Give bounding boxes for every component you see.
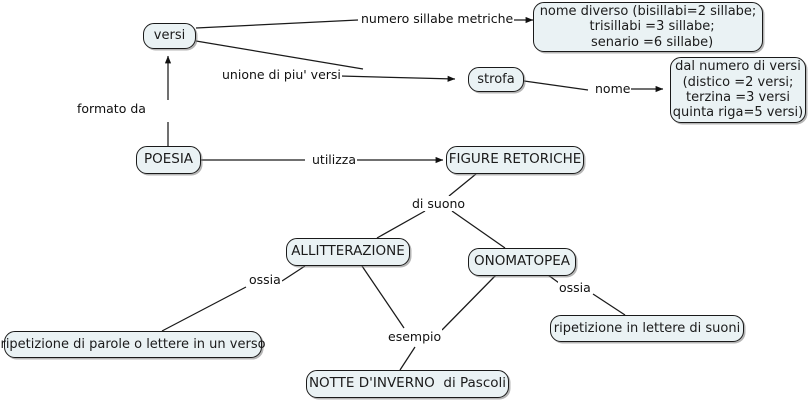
edge-onomatopea-esempio: [441, 274, 497, 331]
edge-figure-disuono: [448, 173, 477, 197]
edge-versi-sillabe: [195, 19, 359, 29]
node-strofa[interactable]: strofa: [468, 67, 524, 92]
node-allitterazione[interactable]: ALLITTERAZIONE: [286, 238, 410, 266]
node-ripetizione-parole[interactable]: ripetizione di parole o lettere in un ve…: [0, 331, 266, 358]
node-nome-diverso[interactable]: nome diverso (bisillabi=2 sillabe; trisi…: [533, 2, 763, 52]
edge-label-ossia-destra: ossia: [558, 280, 592, 295]
node-dal-numero-di-versi[interactable]: dal numero di versi (distico =2 versi; t…: [670, 57, 806, 123]
edge-allitterazione-esempio: [361, 265, 405, 329]
node-onomatopea[interactable]: ONOMATOPEA: [468, 248, 576, 276]
edge-label-numero-sillabe-metriche: numero sillabe metriche: [360, 11, 515, 26]
node-notte-inverno[interactable]: NOTTE D'INVERNO di Pascoli: [306, 370, 509, 398]
edge-disuono-onomatopea: [451, 210, 506, 249]
edge-label-formato-da: formato da: [76, 101, 147, 116]
node-figure-retoriche[interactable]: FIGURE RETORICHE: [446, 146, 584, 174]
edge-versi-unione: [195, 40, 364, 70]
node-poesia[interactable]: POESIA: [136, 146, 201, 174]
edge-allitterazione-ossia: [281, 265, 306, 282]
edge-label-ossia-sinistra: ossia: [248, 272, 282, 287]
edge-label-utilizza: utilizza: [311, 152, 358, 167]
edge-esempio-notteinverno: [399, 346, 416, 371]
edge-label-unione-di-piu-versi: unione di piu' versi: [221, 67, 342, 82]
edge-ossia-ripetizioneparole: [161, 286, 247, 332]
edge-label-di-suono: di suono: [411, 196, 467, 211]
edge-disuono-allitterazione: [376, 210, 426, 239]
edge-label-nome: nome: [594, 81, 632, 96]
edge-label-esempio: esempio: [387, 329, 443, 344]
node-versi[interactable]: versi: [143, 23, 196, 49]
node-ripetizione-suoni[interactable]: ripetizione in lettere di suoni: [550, 315, 744, 342]
edge-ossia-ripetizionesuoni: [592, 293, 626, 316]
edge-unione-strofa: [339, 75, 456, 82]
